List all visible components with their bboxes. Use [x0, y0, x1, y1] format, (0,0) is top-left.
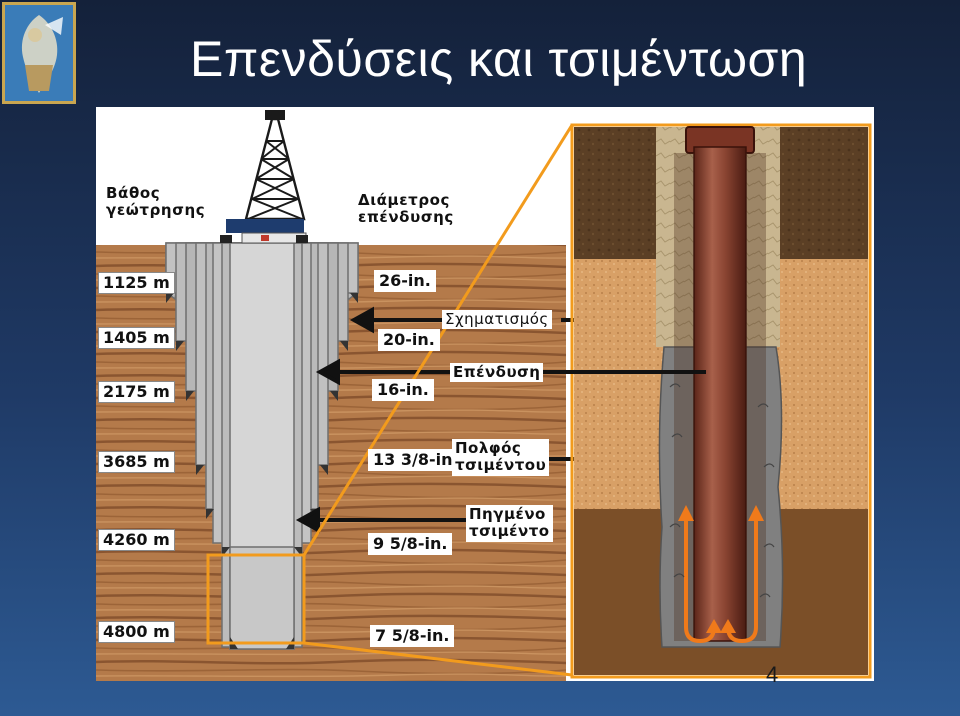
diameter-label: 16-in.	[372, 379, 434, 402]
set-cement-label: Πηγμένο τσιμέντο	[466, 505, 553, 542]
depth-label: 2175 m	[98, 381, 175, 404]
casing-label: Επένδυση	[450, 363, 544, 383]
diagram-artwork	[96, 107, 874, 681]
depth-label: 3685 m	[98, 451, 175, 474]
diameter-label: 26-in.	[374, 270, 436, 293]
diameter-header-line1: Διάμετρος	[358, 191, 451, 209]
diameter-header: Διάμετρος επένδυσης	[358, 191, 454, 227]
diameter-label: 9 5/8-in.	[368, 533, 453, 556]
diameter-label: 7 5/8-in.	[370, 625, 455, 648]
depth-label: 4800 m	[98, 621, 175, 644]
set-cement-line2: τσιμέντο	[469, 522, 550, 541]
logo-emblem-icon	[5, 5, 73, 101]
slide-title: Επενδύσεις και τσιμέντωση	[190, 31, 808, 87]
well-casing-diagram: Βάθος γεώτρησης Διάμετρος επένδυσης 1125…	[96, 107, 874, 686]
set-cement-line1: Πηγμένο	[469, 505, 546, 523]
depth-label: 4260 m	[98, 529, 175, 552]
depth-label: 1405 m	[98, 327, 175, 350]
page-number: 4	[766, 662, 779, 687]
formation-label: Σχηματισμός	[442, 310, 552, 330]
university-logo	[2, 2, 76, 104]
cement-slurry-label: Πολφός τσιμέντου	[452, 439, 550, 476]
diameter-label: 20-in.	[378, 329, 440, 352]
cement-slurry-line2: τσιμέντου	[455, 456, 547, 475]
depth-header-line1: Βάθος	[106, 184, 161, 202]
zoom-panel	[574, 126, 868, 675]
casing-strings	[165, 242, 359, 650]
diameter-label: 13 3/8-in.	[368, 449, 464, 472]
depth-header-line2: γεώτρησης	[106, 201, 206, 220]
depth-label: 1125 m	[98, 272, 175, 295]
cement-slurry-line1: Πολφός	[455, 439, 522, 457]
depth-header: Βάθος γεώτρησης	[106, 184, 206, 220]
diameter-header-line2: επένδυσης	[358, 208, 454, 227]
